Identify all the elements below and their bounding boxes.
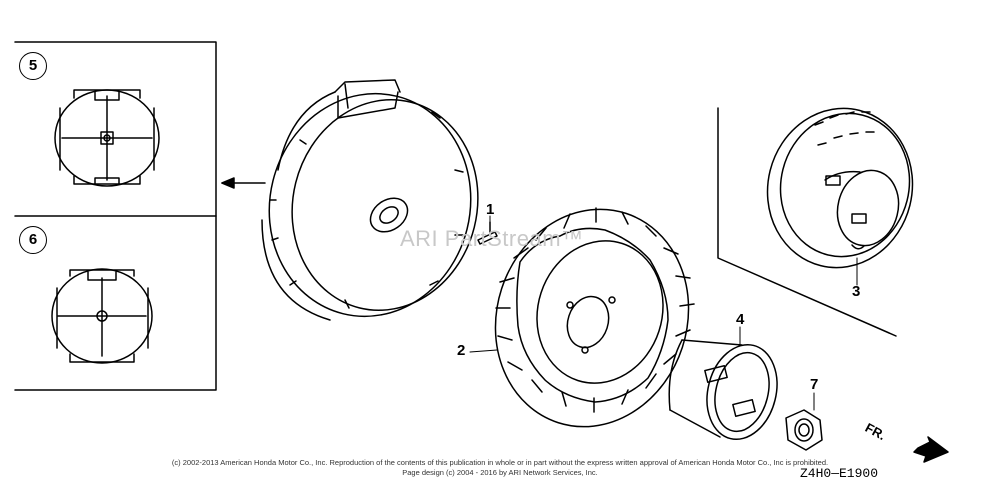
pulley-part-4 [668,339,778,441]
diagram-code: Z4H0—E1900 [800,466,879,481]
cooling-fan-part-2 [494,207,695,428]
callout-3: 3 [852,283,861,300]
nut-part-7 [785,409,823,451]
leader-lines [469,215,858,411]
copyright-line-2: Page design (c) 2004 - 2016 by ARI Netwo… [402,468,598,477]
key-part-1 [477,221,498,245]
flywheel-cover [261,79,479,321]
inset-3-frame [717,107,897,337]
watermark: ARI PartStream™ [400,226,584,251]
callout-5: 5 [19,52,47,80]
callout-4: 4 [736,311,745,328]
front-arrow-icon [913,436,949,463]
inset-5-part [54,89,160,187]
callout-6: 6 [19,226,47,254]
arrow-head-icon [221,177,235,189]
starter-cup-part-3 [766,107,914,269]
callout-2: 2 [457,342,466,359]
inset-6-part [51,268,153,364]
callout-1: 1 [486,201,495,218]
copyright-line-1: (c) 2002-2013 American Honda Motor Co., … [171,458,829,467]
inset-frame [14,41,217,391]
callout-7: 7 [810,376,819,393]
